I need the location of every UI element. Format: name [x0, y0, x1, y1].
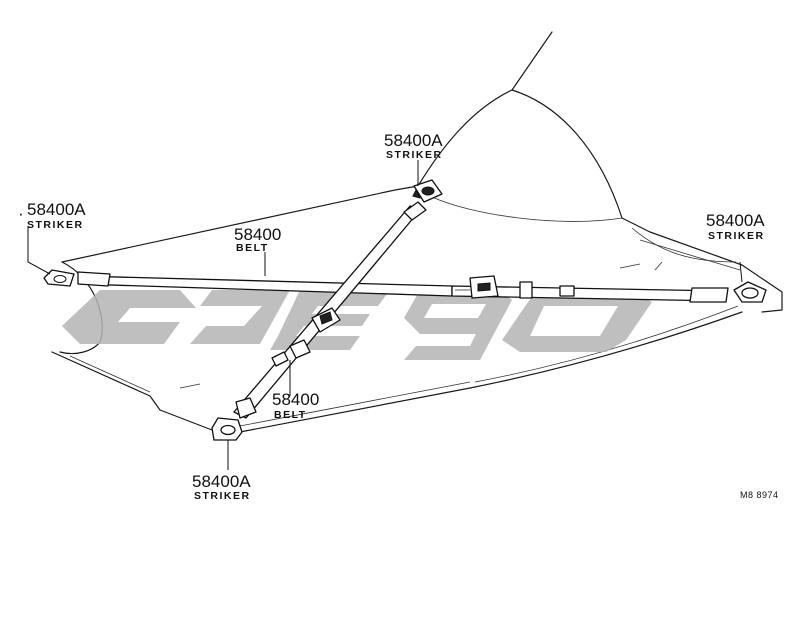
label-striker-top: 58400A STRIKER	[384, 131, 443, 161]
belt-horizontal	[77, 271, 729, 303]
label-striker-bottom: 58400A STRIKER	[192, 472, 251, 502]
striker-right-part	[733, 261, 767, 303]
striker-top-part	[412, 179, 443, 203]
dot-mark: ·	[18, 204, 24, 223]
label-number: 58400A	[384, 131, 443, 150]
label-striker-right: 58400A STRIKER	[706, 211, 765, 242]
label-number: 58400A	[27, 200, 86, 219]
label-name: STRIKER	[27, 219, 84, 231]
label-belt-lower: 58400 BELT	[272, 390, 319, 421]
belt-diagonal	[233, 201, 427, 419]
label-striker-left: 58400A STRIKER	[27, 200, 86, 231]
reference-code: M8 8974	[740, 490, 779, 500]
label-number: 58400	[234, 225, 281, 244]
watermark	[62, 290, 652, 360]
leader-lines	[27, 160, 419, 470]
striker-bottom-part	[211, 417, 243, 441]
label-name: STRIKER	[194, 490, 251, 502]
label-name: STRIKER	[708, 230, 765, 242]
label-number: 58400	[272, 390, 319, 409]
striker-left-part	[43, 269, 75, 287]
panel-outline	[51, 31, 783, 433]
label-belt-upper: 58400 BELT	[234, 225, 281, 254]
label-name: STRIKER	[386, 149, 443, 161]
label-name: BELT	[274, 409, 307, 421]
label-number: 58400A	[706, 211, 765, 230]
label-number: 58400A	[192, 472, 251, 491]
label-name: BELT	[236, 242, 269, 254]
